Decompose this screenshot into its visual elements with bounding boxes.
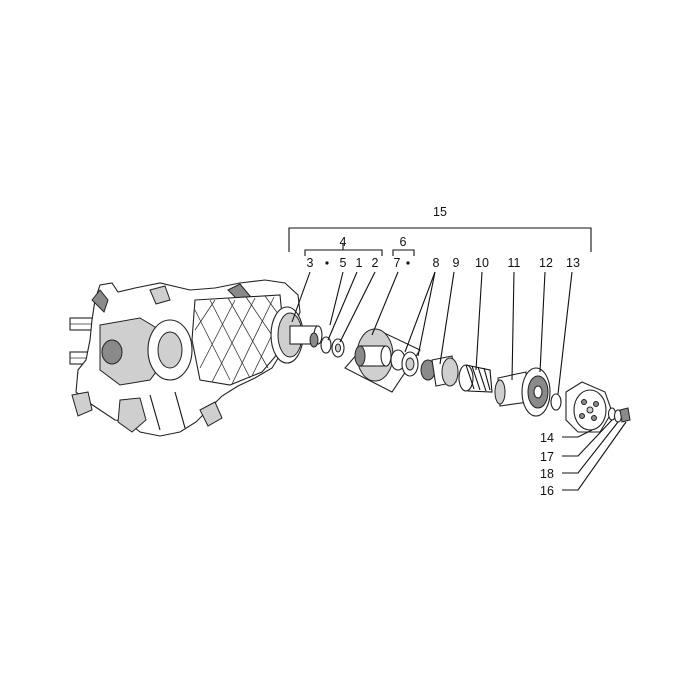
part-8-rings <box>390 349 419 377</box>
label-8: 8 <box>433 256 440 270</box>
label-2: 2 <box>372 256 379 270</box>
label-1: 1 <box>356 256 363 270</box>
label-15: 15 <box>433 205 447 219</box>
label-6: 6 <box>400 235 407 249</box>
label-11: 11 <box>508 256 521 270</box>
part-9-bushing <box>420 355 459 387</box>
label-9: 9 <box>453 256 460 270</box>
label-14: 14 <box>540 431 554 445</box>
part-11-driven-pulley <box>494 371 529 407</box>
part-14-clutch-bell <box>565 381 613 433</box>
bracket-15 <box>288 227 592 252</box>
bracket-6 <box>392 249 415 256</box>
part-13-washer <box>550 393 562 411</box>
label-18: 18 <box>540 467 554 481</box>
label-4: 4 <box>340 235 347 249</box>
bracket-4 <box>304 244 383 256</box>
part-7-movable-pulley <box>344 328 421 393</box>
engine-crankcase <box>69 279 301 437</box>
parts-5-1-2-washers <box>309 332 345 358</box>
label-13: 13 <box>566 256 580 270</box>
bracket-dots <box>325 261 410 265</box>
leader-lines <box>291 271 627 491</box>
part-12-driven-half-pulley <box>521 367 551 417</box>
label-3: 3 <box>307 256 314 270</box>
label-7: 7 <box>394 256 401 270</box>
label-17: 17 <box>540 450 554 464</box>
label-5: 5 <box>340 256 347 270</box>
label-12: 12 <box>539 256 553 270</box>
label-16: 16 <box>540 484 554 498</box>
label-10: 10 <box>475 256 489 270</box>
part-10-spring <box>458 364 493 393</box>
